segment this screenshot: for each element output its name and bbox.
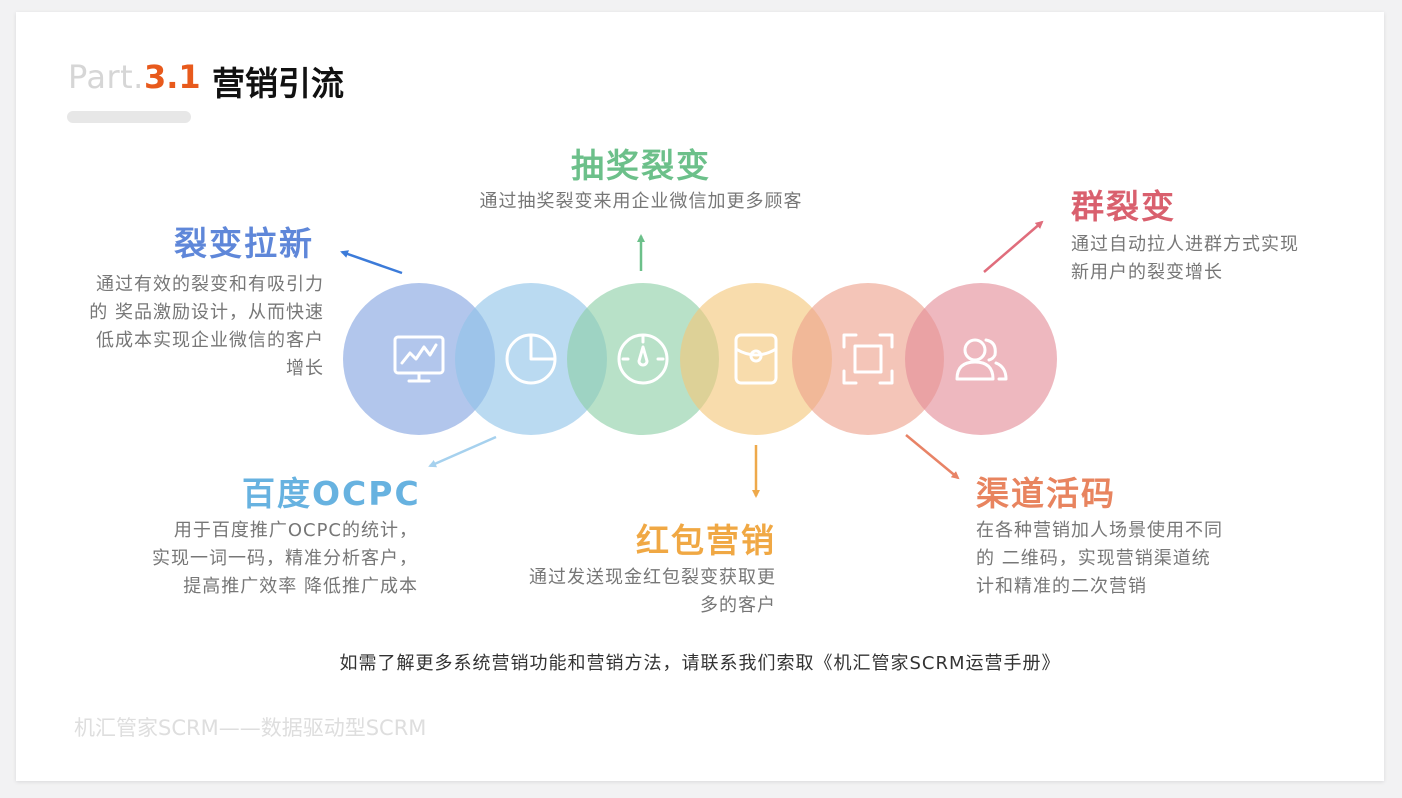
circle-green [567, 283, 719, 435]
baidu-desc-line: 用于百度推广OCPC的统计， [173, 520, 418, 541]
redpacket-description: 通过发送现金红包裂变获取更 多的客户 [486, 564, 776, 620]
circles-layer [343, 283, 1057, 435]
arrow-channel [905, 434, 960, 480]
fission-description: 通过有效的裂变和有吸引力 的 奖品激励设计，从而快速 低成本实现企业微信的客户 … [44, 271, 324, 383]
wallet-icon [734, 333, 778, 385]
lottery-title: 抽奖裂变 [571, 146, 711, 185]
contact-note: 如需了解更多系统营销功能和营销方法，请联系我们索取《机汇管家SCRM运营手册》 [339, 653, 1061, 674]
baidu-desc-line: 提高推广效率 降低推广成本 [183, 576, 418, 597]
redpacket-desc-line: 通过发送现金红包裂变获取更 [529, 567, 776, 588]
channel-desc-line: 在各种营销加人场景使用不同 [976, 520, 1223, 541]
group-desc-line: 通过自动拉人进群方式实现 [1071, 234, 1299, 255]
slide: Part. 3.1 营销引流 [16, 12, 1384, 781]
channel-description: 在各种营销加人场景使用不同 的 二维码，实现营销渠道统 计和精准的二次营销 [976, 517, 1276, 601]
pie-chart-icon [505, 333, 557, 385]
baidu-title: 百度OCPC [242, 474, 421, 513]
brand-watermark: 机汇管家SCRM——数据驱动型SCRM [74, 716, 427, 740]
page-title: 营销引流 [212, 64, 344, 103]
fission-desc-line: 增长 [286, 358, 324, 379]
fission-desc-line: 通过有效的裂变和有吸引力 [96, 274, 324, 295]
scan-frame-icon [842, 333, 894, 385]
arrows-layer [340, 220, 1044, 498]
group-desc-line: 新用户的裂变增长 [1071, 262, 1223, 283]
fission-desc-line: 低成本实现企业微信的客户 [96, 330, 324, 351]
fission-title: 裂变拉新 [174, 224, 314, 263]
circle-blue [343, 283, 495, 435]
lottery-description: 通过抽奖裂变来用企业微信加更多顾客 [479, 191, 803, 212]
users-icon [955, 338, 1008, 381]
arrow-fission [340, 250, 403, 275]
circle-orange [680, 283, 832, 435]
title-underline [67, 111, 191, 123]
arrow-baidu [428, 435, 497, 468]
redpacket-title: 红包营销 [636, 521, 776, 560]
part-label: Part. [68, 58, 144, 96]
part-number: 3.1 [144, 58, 201, 96]
gauge-icon [617, 333, 669, 385]
channel-desc-line: 的 二维码，实现营销渠道统 [976, 548, 1211, 569]
group-description: 通过自动拉人进群方式实现 新用户的裂变增长 [1071, 231, 1361, 287]
baidu-description: 用于百度推广OCPC的统计， 实现一词一码，精准分析客户， 提高推广效率 降低推… [76, 517, 418, 601]
channel-title: 渠道活码 [976, 474, 1116, 513]
fission-desc-line: 的 奖品激励设计，从而快速 [89, 302, 324, 323]
arrow-group [983, 220, 1044, 273]
redpacket-desc-line: 多的客户 [700, 595, 776, 616]
channel-desc-line: 计和精准的二次营销 [976, 576, 1147, 597]
group-title: 群裂变 [1071, 187, 1176, 226]
circle-salmon [792, 283, 944, 435]
baidu-desc-line: 实现一词一码，精准分析客户， [152, 548, 418, 569]
monitor-chart-icon [393, 335, 445, 383]
